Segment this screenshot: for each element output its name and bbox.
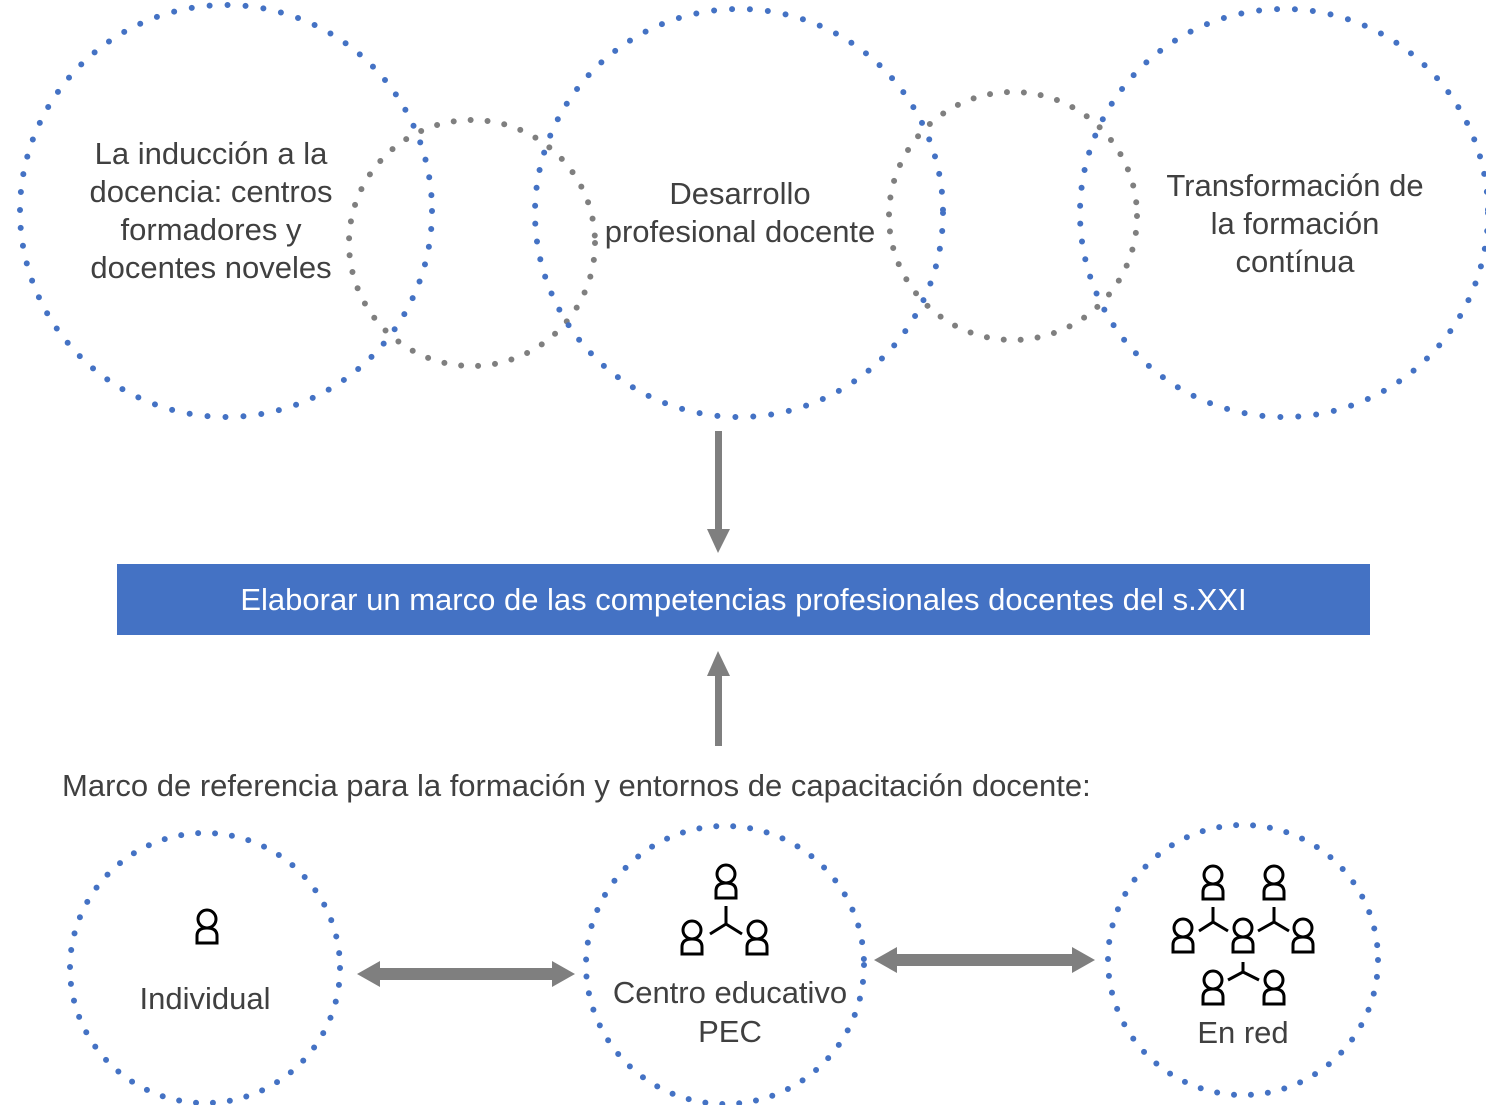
label-individual: Individual (139, 981, 271, 1016)
central-objective-box: Elaborar un marco de las competencias pr… (117, 564, 1370, 635)
double-arrow-left (357, 961, 575, 987)
double-arrow-right (874, 947, 1095, 973)
label-centro: Centro educativo PEC (612, 975, 848, 1049)
connector-circle-left (346, 117, 598, 369)
label-induccion: La inducción a la docencia: centros form… (89, 136, 333, 285)
label-transformacion: Transformación de la formación contínua (1166, 168, 1424, 279)
circle-induccion (17, 2, 435, 420)
arrow-down (707, 431, 730, 553)
label-en-red: En red (1197, 1015, 1289, 1050)
circle-desarrollo (532, 6, 946, 420)
people-hierarchy-icon (680, 863, 769, 956)
label-desarrollo: Desarrollo profesional docente (604, 176, 876, 249)
reference-title: Marco de referencia para la formación y … (62, 768, 1091, 803)
connector-circle-right (886, 89, 1140, 343)
circle-red (1105, 822, 1381, 1098)
circle-individual (67, 830, 343, 1105)
person-icon (195, 908, 219, 945)
circle-centro (583, 823, 867, 1105)
network-people-icon (1171, 864, 1315, 1006)
arrow-up (707, 651, 730, 746)
